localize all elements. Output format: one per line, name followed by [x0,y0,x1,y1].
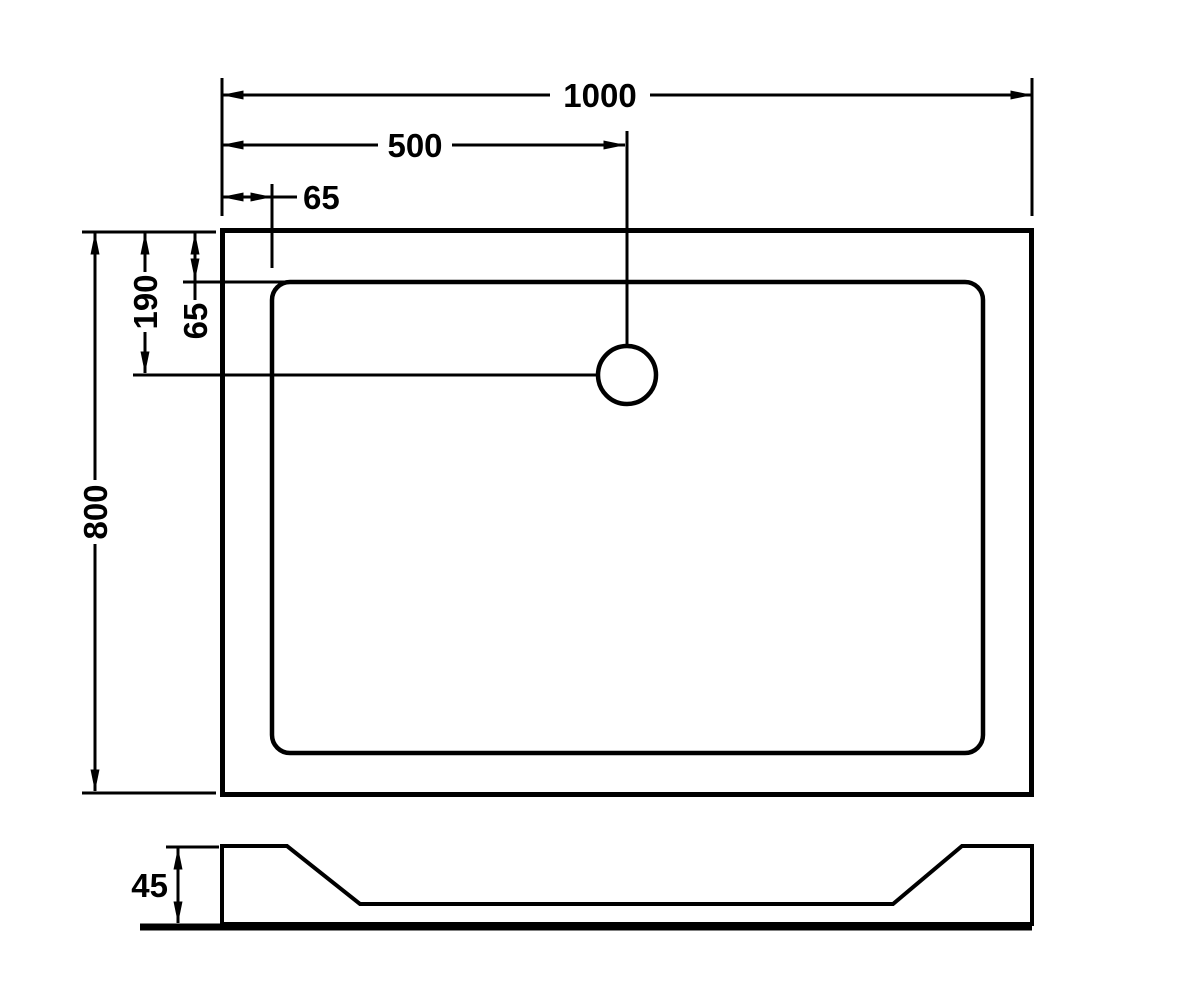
dim-label-overall-depth: 800 [77,484,114,539]
dim-left-inset: 65 [221,179,340,268]
dim-drain-from-left: 500 [221,127,629,346]
dim-overall-depth: 800 [77,230,216,795]
dim-label-drain-from-top: 190 [127,274,164,329]
dim-drain-from-top: 190 [127,232,598,377]
dim-label-profile-height: 45 [131,867,168,904]
dim-label-drain-from-left: 500 [387,127,442,164]
tray-side-profile [140,844,1034,931]
dim-label-top-inset: 65 [177,303,214,340]
profile-outline [220,844,1034,926]
dim-profile-height: 45 [131,845,219,924]
dim-overall-width: 1000 [220,77,1034,216]
dim-top-inset: 65 [177,232,292,340]
dim-label-overall-width: 1000 [563,77,636,114]
drain-waste-circle [595,343,659,407]
dim-label-left-inset: 65 [303,179,340,216]
